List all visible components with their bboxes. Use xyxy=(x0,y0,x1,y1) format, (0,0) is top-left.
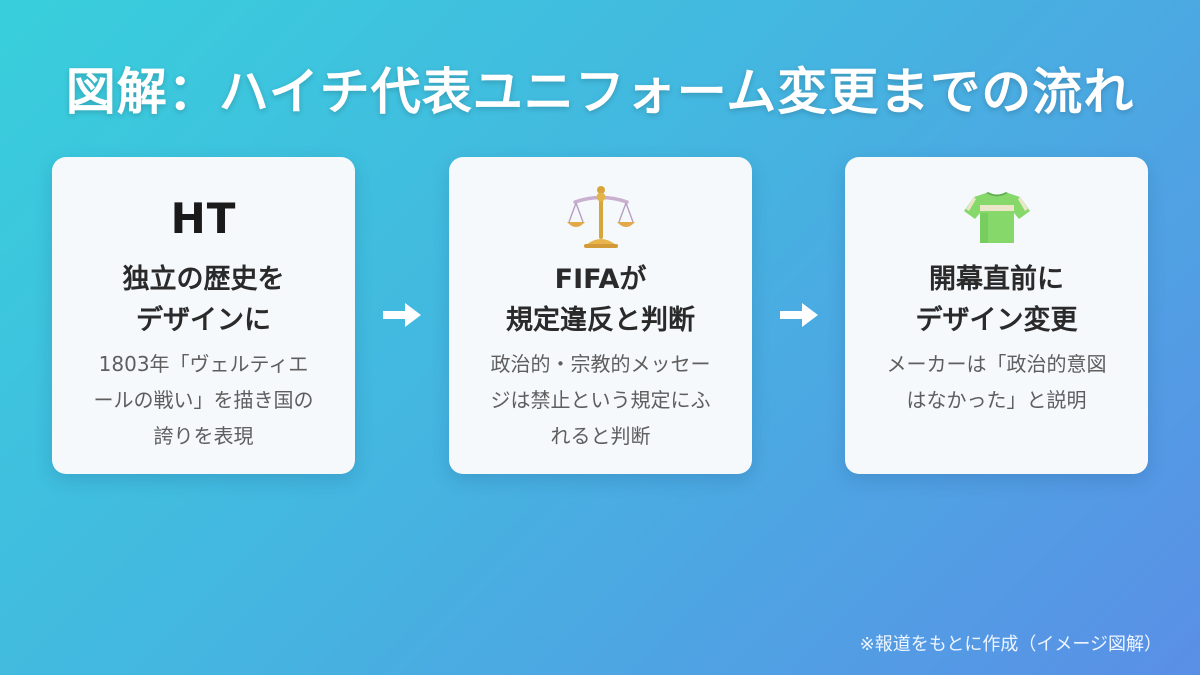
step-heading-line: 規定違反と判断 xyxy=(506,305,695,336)
shirt-icon xyxy=(963,192,1030,243)
step-heading-line: デザインに xyxy=(136,305,271,336)
step-card-design-change: 開幕直前に デザイン変更 メーカーは「政治的意図 はなかった」と説明 xyxy=(845,157,1148,474)
ht-flag-label: HT xyxy=(52,183,355,253)
step-card-fifa-ruling: FIFAが 規定違反と判断 政治的・宗教的メッセー ジは禁止という規定にふ れる… xyxy=(449,157,752,474)
step-description-line: 政治的・宗教的メッセー xyxy=(490,352,711,376)
step-heading: FIFAが 規定違反と判断 xyxy=(459,259,742,341)
step-description-line: ールの戦い」を描き国の xyxy=(93,388,314,412)
step-heading-line: 開幕直前に xyxy=(929,264,1064,295)
ht-label: HT xyxy=(170,193,237,243)
step-heading-line: 独立の歴史を xyxy=(122,264,285,295)
arrow-right-icon xyxy=(780,303,818,327)
step-description-line: れると判断 xyxy=(550,424,651,448)
step-heading: 独立の歴史を デザインに xyxy=(62,259,345,341)
step-description-line: ジは禁止という規定にふ xyxy=(490,388,711,412)
arrow-right-icon xyxy=(383,303,421,327)
step-description: メーカーは「政治的意図 はなかった」と説明 xyxy=(873,346,1120,418)
step-description-line: メーカーは「政治的意図 xyxy=(886,352,1107,376)
page-title: 図解：ハイチ代表ユニフォーム変更までの流れ xyxy=(65,63,1135,121)
step-card-independence: HT 独立の歴史を デザインに 1803年「ヴェルティエ ールの戦い」を描き国の… xyxy=(52,157,355,474)
step-description: 1803年「ヴェルティエ ールの戦い」を描き国の 誇りを表現 xyxy=(80,346,327,454)
step-heading-line: FIFAが xyxy=(554,264,647,295)
scales-icon xyxy=(566,186,635,248)
step-heading-line: デザイン変更 xyxy=(915,305,1078,336)
step-description-line: 1803年「ヴェルティエ xyxy=(98,352,309,376)
step-heading: 開幕直前に デザイン変更 xyxy=(855,259,1138,341)
step-description-line: はなかった」と説明 xyxy=(906,388,1087,412)
step-description: 政治的・宗教的メッセー ジは禁止という規定にふ れると判断 xyxy=(477,346,724,454)
step-description-line: 誇りを表現 xyxy=(153,424,254,448)
source-footnote: ※報道をもとに作成（イメージ図解） xyxy=(859,634,1162,655)
